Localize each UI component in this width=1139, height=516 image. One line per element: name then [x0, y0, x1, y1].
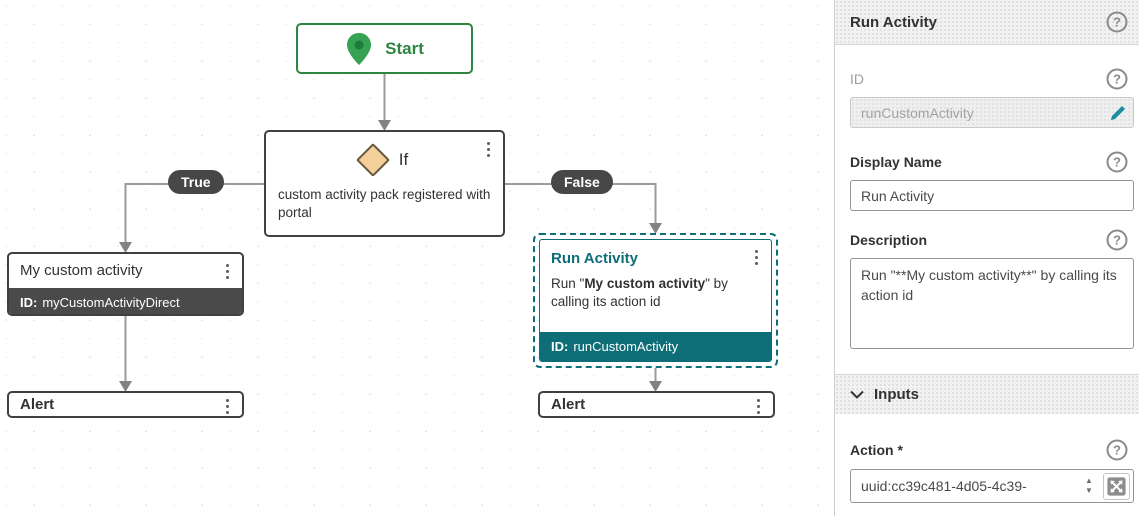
run-activity-menu-button[interactable] — [749, 246, 763, 268]
run-activity-description: Run "My custom activity" by calling its … — [551, 276, 728, 310]
number-spinner[interactable]: ▲ ▼ — [1082, 473, 1096, 499]
description-field-label: Description — [850, 232, 928, 248]
display-name-input[interactable] — [850, 180, 1134, 211]
workflow-canvas[interactable]: Start If custom activity pack registered… — [0, 0, 834, 516]
spinner-up-icon[interactable]: ▲ — [1085, 476, 1093, 485]
properties-panel: Run Activity ? ID ? — [834, 0, 1139, 516]
run-activity-id-bar: ID: runCustomActivity — [540, 332, 771, 361]
my-custom-activity-menu-button[interactable] — [220, 260, 234, 282]
start-node-label: Start — [385, 38, 424, 58]
chevron-down-icon — [850, 390, 864, 399]
start-node[interactable]: Start — [296, 23, 473, 74]
svg-text:?: ? — [1113, 155, 1121, 170]
run-activity-title: Run Activity — [551, 250, 638, 267]
svg-text:?: ? — [1113, 443, 1121, 458]
run-activity-node[interactable]: Run Activity Run "My custom activity" by… — [539, 239, 772, 362]
help-icon[interactable]: ? — [1105, 67, 1129, 91]
my-custom-activity-title: My custom activity — [20, 262, 143, 279]
id-field-label: ID — [850, 71, 864, 87]
id-value: myCustomActivityDirect — [42, 295, 180, 310]
alert-left-menu-button[interactable] — [220, 395, 234, 417]
expand-picker-button[interactable] — [1103, 473, 1130, 500]
id-value: runCustomActivity — [573, 339, 679, 354]
id-input[interactable] — [850, 97, 1134, 128]
alert-node-label: Alert — [20, 396, 55, 413]
edit-pencil-icon[interactable] — [1109, 104, 1127, 122]
if-node-description: custom activity pack registered with por… — [278, 187, 491, 221]
panel-header: Run Activity ? — [835, 0, 1139, 45]
svg-text:?: ? — [1113, 233, 1121, 248]
id-label: ID: — [551, 339, 569, 354]
edge-label-false: False — [551, 170, 613, 194]
if-node[interactable]: If custom activity pack registered with … — [264, 130, 505, 237]
alert-node-right[interactable]: Alert — [538, 391, 775, 418]
if-node-menu-button[interactable] — [481, 138, 495, 160]
inputs-section-header[interactable]: Inputs — [835, 374, 1139, 414]
my-custom-activity-node[interactable]: My custom activity ID: myCustomActivityD… — [7, 252, 244, 316]
help-icon[interactable]: ? — [1105, 228, 1129, 252]
inputs-section-label: Inputs — [874, 386, 919, 403]
my-custom-activity-id-bar: ID: myCustomActivityDirect — [9, 288, 242, 314]
alert-node-left[interactable]: Alert — [7, 391, 244, 418]
four-arrow-expand-icon — [1107, 477, 1126, 496]
svg-text:?: ? — [1113, 15, 1121, 30]
alert-right-menu-button[interactable] — [751, 395, 765, 417]
action-input[interactable] — [850, 469, 1134, 503]
svg-text:?: ? — [1113, 72, 1121, 87]
action-field-label: Action * — [850, 442, 903, 458]
edge-label-true: True — [168, 170, 224, 194]
panel-title: Run Activity — [850, 13, 937, 31]
display-name-field-label: Display Name — [850, 154, 942, 170]
decision-diamond-icon — [355, 143, 390, 177]
help-icon[interactable]: ? — [1105, 10, 1129, 34]
run-activity-node-selection[interactable]: Run Activity Run "My custom activity" by… — [533, 233, 778, 368]
alert-node-label: Alert — [551, 396, 586, 413]
green-map-marker-icon — [347, 32, 372, 65]
id-label: ID: — [20, 295, 38, 310]
help-icon[interactable]: ? — [1105, 438, 1129, 462]
description-textarea[interactable]: Run "**My custom activity**" by calling … — [850, 258, 1134, 349]
if-node-label: If — [398, 150, 409, 169]
help-icon[interactable]: ? — [1105, 150, 1129, 174]
spinner-down-icon[interactable]: ▼ — [1085, 486, 1093, 495]
